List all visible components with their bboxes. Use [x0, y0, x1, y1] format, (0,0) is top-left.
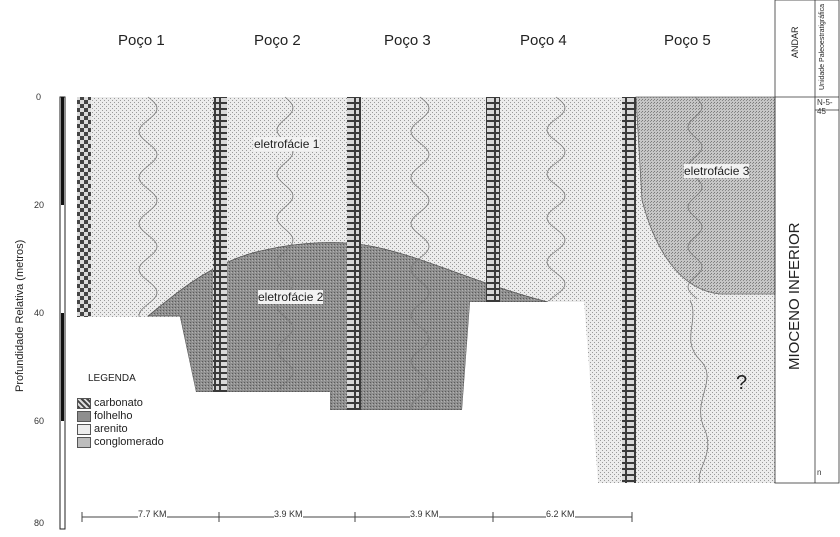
eletrofacie-2-label: eletrofácie 2: [258, 290, 323, 304]
well-5-column: [622, 97, 636, 483]
well-title-1: Poço 1: [118, 32, 165, 49]
legend-label: folhelho: [94, 411, 133, 422]
legend-label: carbonato: [94, 398, 143, 409]
question-mark: ?: [736, 372, 747, 395]
unit-top-label: N-5-45: [817, 98, 840, 116]
eletrofacie-1-label: eletrofácie 1: [254, 137, 319, 151]
stage-label: MIOCENO INFERIOR: [786, 222, 803, 370]
y-axis-label: Profundidade Relativa (metros): [14, 240, 26, 392]
arenito-swatch-icon: [77, 424, 91, 435]
unit-bottom-label: n: [817, 468, 821, 477]
depth-tick-20: 20: [34, 200, 44, 210]
folhelho-swatch-icon: [77, 411, 91, 422]
distance-label-3: 3.9 KM: [410, 509, 439, 519]
well-1-column: [77, 97, 91, 317]
eletrofacie-3-label: eletrofácie 3: [684, 164, 749, 178]
distance-label-4: 6.2 KM: [546, 509, 575, 519]
depth-scale: [60, 97, 65, 529]
depth-tick-40: 40: [34, 308, 44, 318]
well-2-column: [213, 97, 227, 392]
well-3-column: [347, 97, 361, 410]
well-title-2: Poço 2: [254, 32, 301, 49]
carbonato-swatch-icon: [77, 398, 91, 409]
depth-tick-0: 0: [36, 92, 41, 102]
header-unidade: Unidade Paleoestratigráfica: [818, 2, 827, 90]
well-title-3: Poço 3: [384, 32, 431, 49]
well-title-5: Poço 5: [664, 32, 711, 49]
stratigraphy-table: [775, 0, 839, 483]
header-andar: ANDAR: [790, 26, 800, 58]
legend-title: LEGENDA: [88, 373, 136, 384]
legend-label: arenito: [94, 424, 128, 435]
well-title-4: Poço 4: [520, 32, 567, 49]
depth-tick-80: 80: [34, 518, 44, 528]
conglomerado-swatch-icon: [77, 437, 91, 448]
well-4-column: [486, 97, 500, 302]
legend-label: conglomerado: [94, 437, 164, 448]
distance-label-2: 3.9 KM: [274, 509, 303, 519]
distance-label-1: 7.7 KM: [138, 509, 167, 519]
depth-tick-60: 60: [34, 416, 44, 426]
